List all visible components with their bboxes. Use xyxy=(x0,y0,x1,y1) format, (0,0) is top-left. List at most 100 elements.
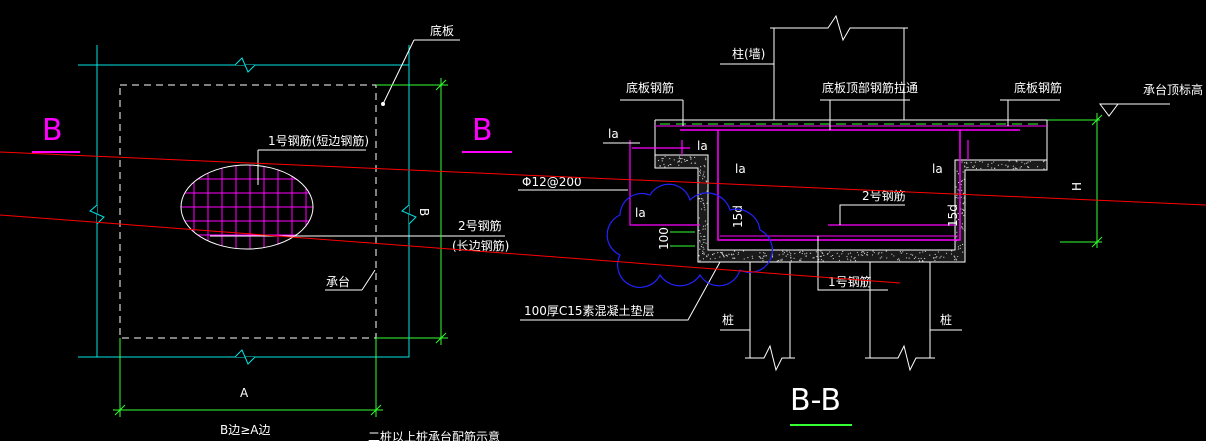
hatch-dot xyxy=(694,162,696,164)
hatch-dot xyxy=(963,178,965,180)
hatch-dot xyxy=(955,258,957,260)
hatch-dot xyxy=(701,252,704,255)
hatch-dot xyxy=(699,174,701,177)
hatch-dot xyxy=(747,256,749,259)
pile-left-label: 桩 xyxy=(722,312,734,327)
slab-rebar-right-leader xyxy=(1000,99,1060,126)
hatch-dot xyxy=(898,259,901,261)
rebar-detail-ellipse xyxy=(180,164,314,250)
hatch-dot xyxy=(706,190,708,192)
hatch-dot xyxy=(1020,166,1022,168)
hatch-dot xyxy=(959,244,961,247)
rebar1-label: 1号钢筋(短边钢筋) xyxy=(268,133,369,148)
hatch-dot xyxy=(866,254,869,256)
hatch-dot xyxy=(924,257,926,260)
hatch-dot xyxy=(700,208,703,210)
hatch-dot xyxy=(661,158,663,160)
hatch-dot xyxy=(1043,168,1045,170)
hatch-dot xyxy=(737,253,739,255)
dim-tick xyxy=(1091,236,1103,248)
hatch-dot xyxy=(762,255,765,257)
hatch-dot xyxy=(956,194,958,197)
pile-right-break xyxy=(865,344,935,372)
hatch-dot xyxy=(714,257,716,260)
hatch-dot xyxy=(1027,161,1029,163)
hatch-dot xyxy=(934,253,936,256)
hatch-dot xyxy=(789,254,792,256)
hatch-dot xyxy=(872,250,874,252)
hatch-dot xyxy=(962,228,964,230)
hatch-dot xyxy=(725,254,728,257)
hatch-dot xyxy=(1019,167,1021,169)
hatch-dot xyxy=(879,257,881,259)
cushion-hatch xyxy=(657,155,1045,262)
hatch-dot xyxy=(762,257,764,259)
hatch-dot xyxy=(701,243,703,246)
hatch-dot xyxy=(707,254,709,256)
hatch-dot xyxy=(841,253,843,255)
hatch-dot xyxy=(722,253,724,256)
hatch-dot xyxy=(853,258,855,260)
hatch-dot xyxy=(956,170,958,172)
hatch-dot xyxy=(860,254,862,256)
slab-leader xyxy=(382,39,415,105)
section-mark-left: B xyxy=(42,113,63,148)
hatch-dot xyxy=(821,251,823,254)
rebar-2 xyxy=(828,140,969,226)
rebar2-section-leader xyxy=(839,204,905,225)
dim-h-label: H xyxy=(1070,182,1084,191)
hatch-dot xyxy=(733,257,735,259)
hatch-dot xyxy=(713,252,715,255)
hatch-dot xyxy=(862,254,864,256)
hatch-dot xyxy=(919,252,921,254)
hatch-dot xyxy=(705,157,707,159)
hatch-dot xyxy=(777,259,780,262)
hatch-dot xyxy=(717,252,719,254)
hatch-dot xyxy=(964,162,966,164)
hatch-dot xyxy=(723,256,725,258)
hatch-dot xyxy=(991,167,993,169)
hatch-dot xyxy=(678,157,680,160)
hatch-dot xyxy=(864,252,866,255)
hatch-dot xyxy=(962,203,965,205)
hatch-dot xyxy=(966,162,968,165)
hatch-dot xyxy=(937,251,940,253)
hatch-dot xyxy=(943,256,945,258)
bottom-caption: 二桩以上桩承台配筋示意 xyxy=(368,429,500,441)
dim-tick xyxy=(114,404,126,416)
hatch-dot xyxy=(742,250,745,252)
hatch-dot xyxy=(915,256,917,258)
hatch-dot xyxy=(881,252,883,254)
hatch-dot xyxy=(823,254,825,257)
hatch-dot xyxy=(764,255,766,257)
hatch-dot xyxy=(822,252,824,255)
hatch-dot xyxy=(921,259,924,262)
hatch-dot xyxy=(759,256,761,258)
hatch-dot xyxy=(1014,167,1016,169)
hatch-dot xyxy=(933,257,935,259)
hatch-dot xyxy=(700,166,702,168)
hatch-dot xyxy=(702,239,704,241)
hatch-dot xyxy=(699,241,701,243)
hatch-dot xyxy=(953,255,955,257)
note-label: B边≥A边 xyxy=(220,423,271,437)
hatch-dot xyxy=(679,157,682,160)
hatch-dot xyxy=(771,256,774,258)
hatch-dot xyxy=(703,252,705,254)
hatch-dot xyxy=(700,198,703,200)
hatch-dot xyxy=(953,259,956,261)
hatch-dot xyxy=(704,176,706,178)
hatch-dot xyxy=(961,161,963,163)
hatch-dot xyxy=(1012,165,1014,167)
hatch-dot xyxy=(838,255,840,257)
hatch-dot xyxy=(711,253,714,256)
hatch-dot xyxy=(702,199,704,201)
hatch-dot xyxy=(758,256,760,258)
hatch-dot xyxy=(802,250,804,252)
hatch-dot xyxy=(702,250,704,252)
hatch-dot xyxy=(878,252,880,254)
hatch-dot xyxy=(826,253,829,255)
hatch-dot xyxy=(959,247,961,249)
dim-100-label: 100 xyxy=(657,227,671,250)
hatch-dot xyxy=(683,159,686,161)
